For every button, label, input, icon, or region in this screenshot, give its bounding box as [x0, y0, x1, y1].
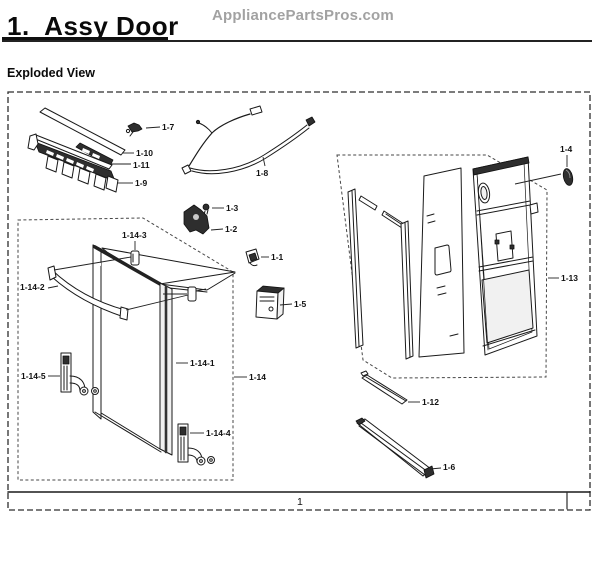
title-underline — [2, 37, 168, 41]
part-label-1-2: 1-2 — [225, 224, 238, 234]
part-label-1-7: 1-7 — [162, 122, 175, 132]
part-insulation-sheet — [418, 167, 465, 358]
page-title: 1. Assy Door — [7, 11, 179, 41]
part-vent-grille-1-6 — [355, 417, 442, 479]
part-clip-1-14-3 — [130, 241, 207, 302]
leader-1-14-2 — [47, 285, 59, 289]
door-subassembly-dashed-box — [17, 217, 234, 481]
part-label-1-5: 1-5 — [294, 299, 307, 309]
outer-dashed-border — [7, 91, 591, 511]
part-label-1-13: 1-13 — [561, 273, 578, 283]
part-label-1-3: 1-3 — [226, 203, 239, 213]
footer-bar: 1 — [7, 491, 591, 510]
part-rail-1-12 — [360, 370, 420, 405]
part-label-1-1: 1-1 — [271, 252, 284, 262]
watermark-text: AppliancePartsPros.com — [212, 7, 394, 24]
part-door-handle-1-14-2 — [47, 256, 189, 321]
part-label-1-14-5: 1-14-5 — [21, 371, 46, 381]
part-label-1-4: 1-4 — [560, 144, 573, 154]
part-label-1-9: 1-9 — [135, 178, 148, 188]
part-strip-1-11 — [75, 142, 131, 167]
header-rule — [2, 40, 592, 42]
part-label-1-14-4: 1-14-4 — [206, 428, 231, 438]
part-labels: 1-7 1-10 1-11 1-9 1-8 1-3 1-2 1-1 1-5 1-… — [20, 122, 578, 472]
part-screw-1-3 — [202, 203, 224, 216]
part-label-1-14-1: 1-14-1 — [190, 358, 215, 368]
part-door-inner-panel-1-13 — [472, 156, 559, 356]
part-bracket-strip-a — [358, 195, 378, 211]
part-label-1-14-2: 1-14-2 — [20, 282, 45, 292]
part-strip-1-10 — [39, 107, 134, 156]
part-latch-lever-1-1 — [245, 248, 269, 267]
part-label-1-6: 1-6 — [443, 462, 456, 472]
part-seal-strip-left — [347, 188, 364, 349]
part-hinge-1-14-5 — [48, 352, 99, 396]
part-label-1-8: 1-8 — [256, 168, 269, 178]
part-clip-1-7 — [125, 122, 161, 137]
part-label-1-11: 1-11 — [133, 160, 150, 170]
part-detergent-box-1-5 — [255, 285, 293, 320]
part-hinge-1-14-4 — [177, 423, 215, 466]
page-number: 1 — [297, 496, 303, 508]
part-cap-1-4 — [514, 155, 574, 186]
section-label: Exploded View — [7, 66, 95, 80]
part-label-1-14-3: 1-14-3 — [122, 230, 147, 240]
part-wire-harness-1-8 — [181, 105, 316, 175]
part-latch-1-2 — [183, 204, 224, 235]
part-door-front-panel-1-14-1 — [92, 244, 173, 456]
part-control-panel-1-9 — [27, 133, 133, 193]
part-label-1-14: 1-14 — [249, 372, 266, 382]
part-label-1-10: 1-10 — [136, 148, 153, 158]
inner-panel-dashed-box — [336, 154, 548, 379]
part-label-1-12: 1-12 — [422, 397, 439, 407]
part-seal-strip-right — [400, 220, 414, 360]
